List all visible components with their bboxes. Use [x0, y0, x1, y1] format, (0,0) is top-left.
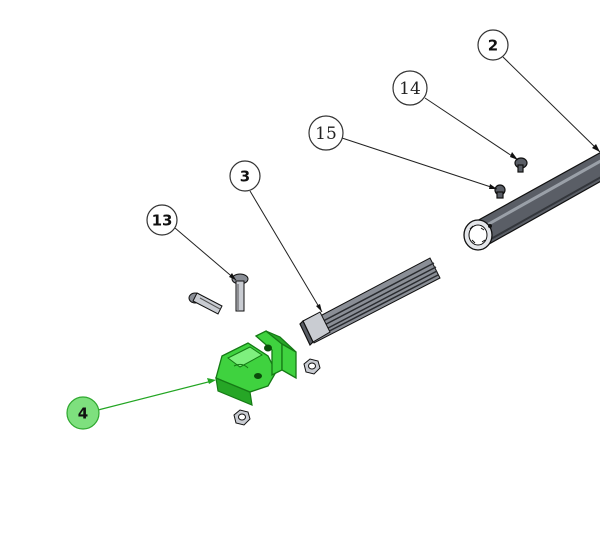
part-14-screw[interactable]	[514, 157, 528, 173]
arrowhead-4	[207, 378, 216, 384]
part-4-yoke-highlighted[interactable]	[215, 330, 297, 406]
nut-right[interactable]	[303, 358, 321, 375]
callout-4-label: 4	[78, 405, 88, 423]
arrowhead-14	[510, 152, 518, 160]
leader-line-15	[341, 137, 498, 190]
leader-line-14	[424, 97, 519, 161]
part-15-screw[interactable]	[494, 184, 506, 199]
arrowhead-2	[592, 144, 600, 152]
callout-2-label: 2	[488, 37, 498, 55]
callout-15[interactable]: 15	[308, 115, 344, 151]
leader-line-2	[502, 56, 600, 153]
callout-13[interactable]: 13	[146, 204, 178, 236]
leader-line-3	[249, 190, 323, 313]
callout-14[interactable]: 14	[392, 70, 428, 106]
callout-13-label: 13	[152, 212, 173, 230]
callout-4-highlighted[interactable]: 4	[66, 396, 100, 430]
nut-bottom[interactable]	[233, 409, 251, 426]
callout-3-label: 3	[240, 168, 250, 186]
callout-15-label: 15	[315, 124, 337, 144]
part-3-splined-shaft[interactable]	[299, 257, 441, 347]
part-13-pin[interactable]	[231, 273, 249, 312]
callout-3[interactable]: 3	[229, 160, 261, 192]
arrowhead-13	[229, 273, 236, 280]
leader-line-4	[97, 380, 213, 411]
callout-14-label: 14	[399, 79, 421, 99]
arrowhead-3	[316, 304, 322, 312]
loose-bolt[interactable]	[188, 292, 223, 315]
callout-2[interactable]: 2	[477, 29, 509, 61]
leader-line-13	[174, 227, 237, 281]
arrowhead-15	[489, 184, 497, 189]
part-2-tube[interactable]	[463, 150, 600, 251]
